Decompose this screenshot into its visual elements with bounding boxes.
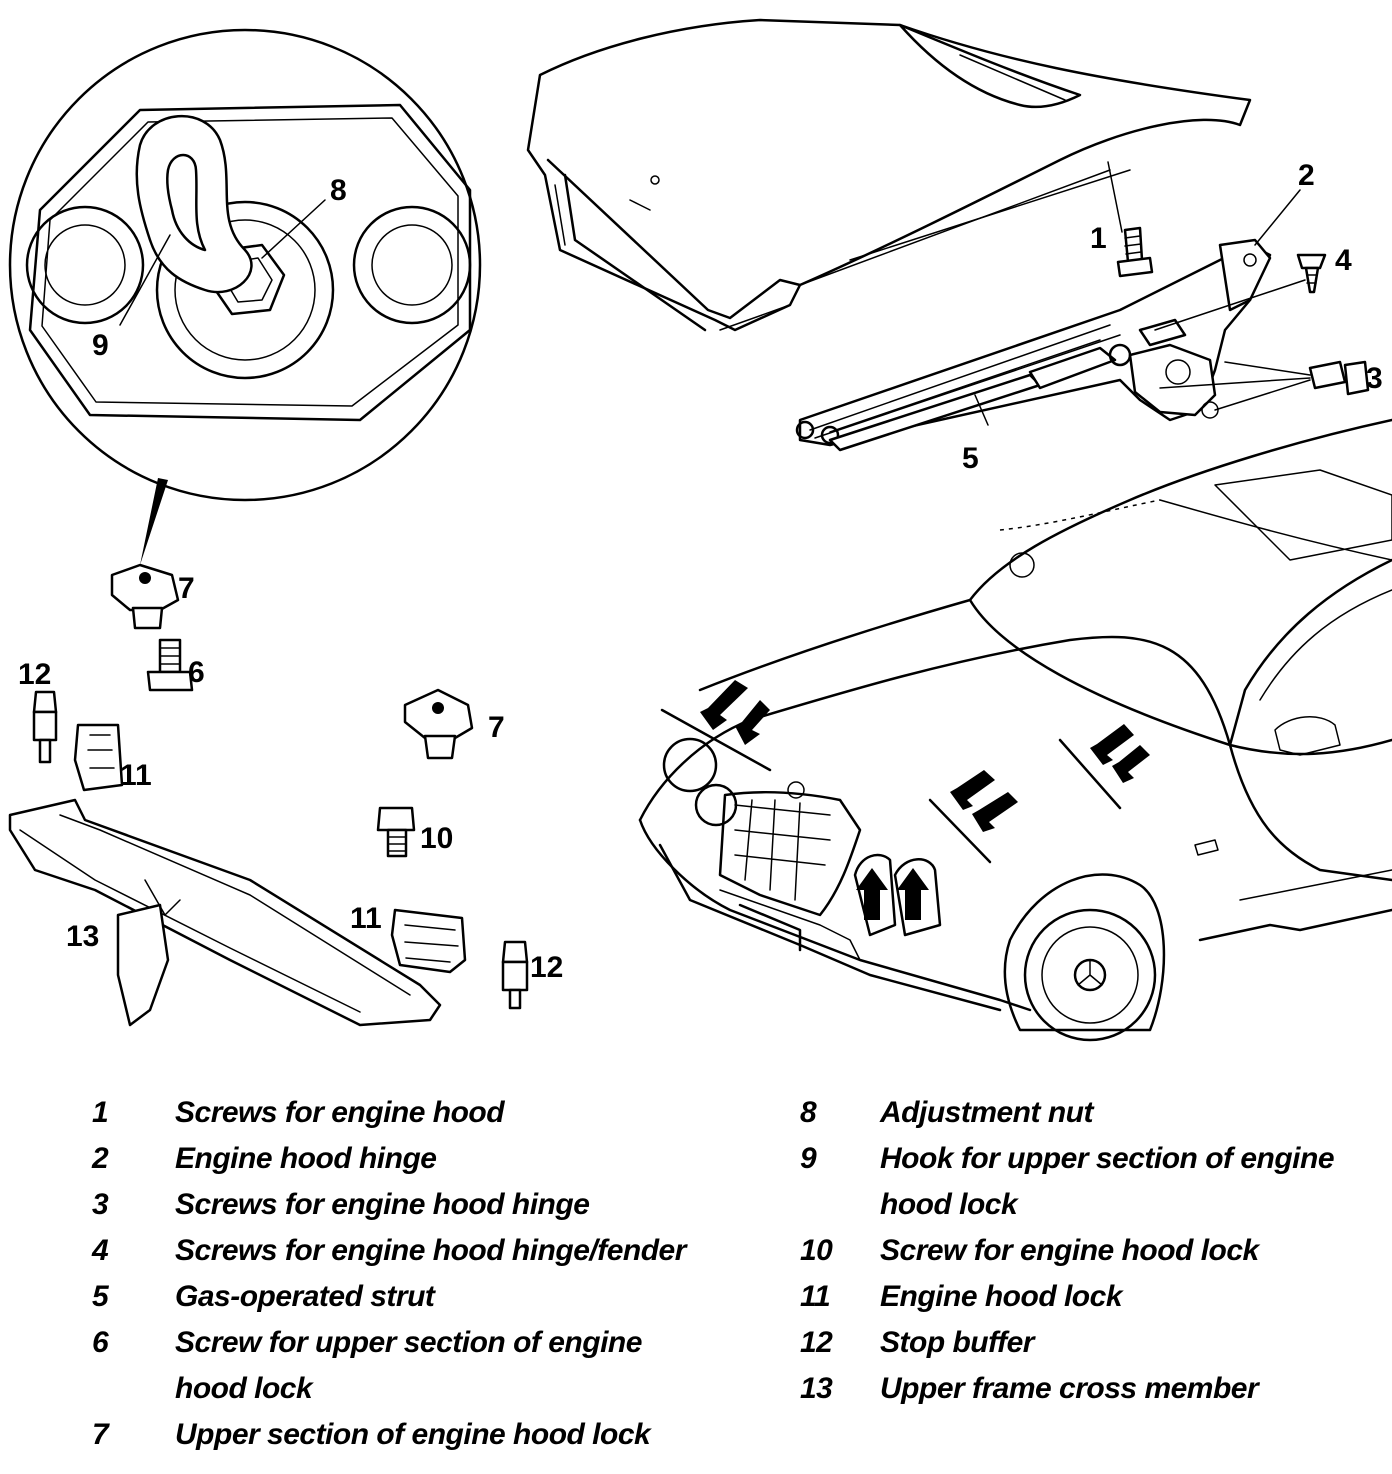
legend-number: 4	[92, 1234, 109, 1267]
legend-number: 9	[800, 1142, 817, 1175]
hood-lock-11b: 11	[350, 902, 467, 974]
legend-label: Stop buffer	[880, 1326, 1034, 1359]
lock-upper-section-7b: 7	[403, 688, 505, 760]
legend-label: Engine hood hinge	[175, 1142, 437, 1175]
legend-number: 3	[92, 1188, 109, 1221]
callout-7a: 7	[178, 572, 195, 605]
car-front-view	[638, 418, 1392, 1042]
legend-number: 2	[92, 1142, 109, 1175]
legend-label: Screws for engine hood hinge	[175, 1188, 590, 1221]
legend-label: Gas-operated strut	[175, 1280, 435, 1313]
legend-label: Screws for engine hood hinge/fender	[175, 1234, 686, 1267]
lock-hook	[135, 115, 253, 294]
callout-12a: 12	[18, 658, 51, 691]
callout-5: 5	[962, 442, 979, 475]
hood-lock-11a: 11	[73, 723, 152, 792]
legend-number: 7	[92, 1418, 109, 1451]
legend-number: 10	[800, 1234, 833, 1267]
legend-label: Adjustment nut	[880, 1096, 1093, 1129]
upper-frame-cross-member: 13	[8, 798, 442, 1027]
legend-number: 8	[800, 1096, 817, 1129]
fender-screw-4	[1296, 253, 1327, 294]
callout-8: 8	[330, 174, 347, 207]
detail-magnifier: 8 9	[8, 28, 482, 565]
callout-4: 4	[1335, 244, 1352, 277]
legend-number: 13	[800, 1372, 833, 1405]
legend-label: Upper section of engine hood lock	[175, 1418, 651, 1451]
legend-number: 1	[92, 1096, 109, 1129]
legend-label: hood lock	[880, 1188, 1018, 1221]
upper-lock-screw-6: 6	[146, 638, 205, 692]
callout-11b: 11	[350, 902, 382, 935]
engine-hood	[526, 18, 1252, 332]
hinge-screws-3	[1159, 360, 1370, 411]
callout-11a: 11	[120, 759, 152, 792]
legend-label: Screw for engine hood lock	[880, 1234, 1259, 1267]
callout-3: 3	[1366, 362, 1383, 395]
mounting-arrows	[660, 680, 1150, 920]
legend-label: Engine hood lock	[880, 1280, 1123, 1313]
callout-12b: 12	[530, 951, 563, 984]
callout-6: 6	[188, 656, 205, 689]
stop-buffer-12a: 12	[18, 658, 58, 764]
legend-number: 5	[92, 1280, 109, 1313]
callout-7b: 7	[488, 711, 505, 744]
callout-10: 10	[420, 822, 453, 855]
callout-9: 9	[92, 329, 109, 362]
hood-lock-screw-10: 10	[376, 806, 453, 858]
gas-operated-strut	[828, 343, 1132, 452]
legend-number: 11	[800, 1280, 831, 1313]
legend-label: Hook for upper section of engine	[880, 1142, 1335, 1175]
legend-label: Screws for engine hood	[175, 1096, 505, 1129]
legend-label: Upper frame cross member	[880, 1372, 1259, 1405]
callout-1: 1	[1090, 222, 1107, 255]
legend-number: 6	[92, 1326, 109, 1359]
stop-buffer-12b: 12	[501, 940, 563, 1010]
callout-13: 13	[66, 920, 99, 953]
callout-2: 2	[1298, 159, 1315, 192]
hood-screw-1	[1116, 226, 1154, 278]
hood-lock-diagram: 8 9	[8, 18, 1392, 1042]
lock-upper-section-7a: 7	[110, 563, 195, 630]
legend-label: Screw for upper section of engine	[175, 1326, 642, 1359]
legend-label: hood lock	[175, 1372, 313, 1405]
legend-number: 12	[800, 1326, 833, 1359]
engine-hood-hinge	[795, 238, 1272, 447]
parts-legend: 1 Screws for engine hood 2 Engine hood hing…	[0, 1090, 1392, 1474]
